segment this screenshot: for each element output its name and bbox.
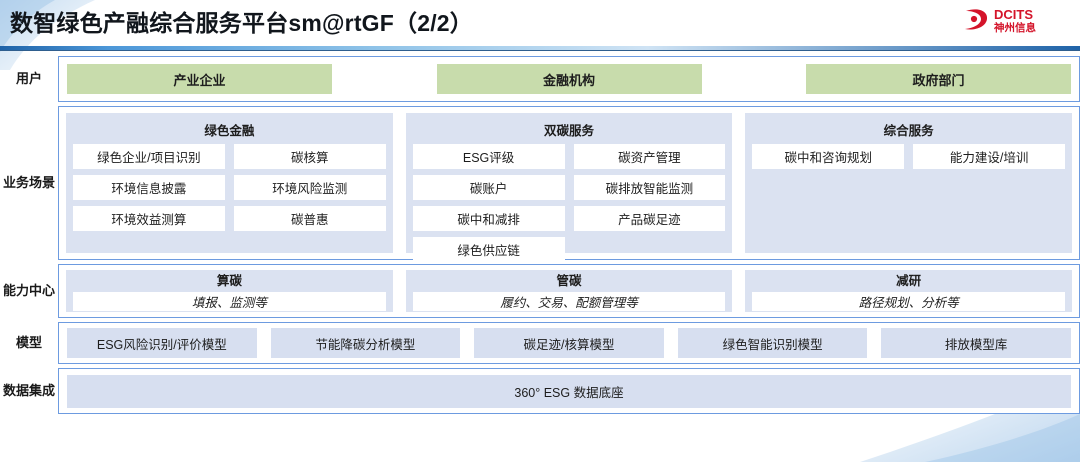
- users-row-box: 产业企业 金融机构 政府部门: [58, 56, 1080, 102]
- group-items-comprehensive-services: 碳中和咨询规划 能力建设/培训: [752, 144, 1065, 169]
- logo-subtext: 神州信息: [994, 21, 1036, 34]
- group-title-dual-carbon-services: 双碳服务: [544, 124, 595, 138]
- group-dual-carbon-services: 双碳服务 ESG评级 碳资产管理 碳账户 碳排放智能监测 碳中和减排 产品碳足迹…: [405, 113, 733, 262]
- row-label-data-integration: 数据集成: [2, 382, 55, 398]
- row-label-models: 模型: [15, 334, 42, 350]
- header-rule-thin: [0, 50, 1080, 51]
- row-models: 模型 ESG风险识别/评价模型 节能降碳分析模型 碳足迹/核算模型 绿色智能识别…: [0, 322, 1080, 364]
- page-header: 数智绿色产融综合服务平台sm@rtGF（2/2） DCITS 神州信息: [0, 0, 1080, 51]
- capability-center-row-box: 算碳 填报、监测等 管碳 履约、交易、配额管理等 减研 路径规划、分析等: [58, 264, 1080, 318]
- model-item[interactable]: 碳足迹/核算模型: [474, 328, 664, 358]
- row-business-scenarios: 业务场景 绿色金融 绿色企业/项目识别 碳核算 环境信息披露 环境风险监测 环境…: [0, 106, 1080, 262]
- data-foundation-item[interactable]: 360° ESG 数据底座: [67, 374, 1071, 408]
- scenario-item[interactable]: 碳账户: [412, 175, 565, 200]
- group-comprehensive-services: 综合服务 碳中和咨询规划 能力建设/培训: [745, 113, 1073, 253]
- capability-subtitle: 路径规划、分析等: [752, 292, 1066, 312]
- scenario-item[interactable]: 碳中和减排: [412, 206, 565, 231]
- capability-title: 算碳: [216, 274, 242, 288]
- architecture-diagram: 用户 产业企业 金融机构 政府部门 业务场景 绿色金融 绿色企业/项目识别 碳核…: [0, 56, 1080, 418]
- row-label-business-scenarios: 业务场景: [2, 174, 55, 190]
- group-title-green-finance: 绿色金融: [204, 124, 255, 138]
- model-item[interactable]: ESG风险识别/评价模型: [67, 328, 257, 358]
- page-title: 数智绿色产融综合服务平台sm@rtGF（2/2）: [10, 10, 473, 36]
- data-integration-row-box: 360° ESG 数据底座: [58, 368, 1080, 414]
- header-rule: [0, 46, 1080, 50]
- group-items-dual-carbon-services: ESG评级 碳资产管理 碳账户 碳排放智能监测 碳中和减排 产品碳足迹 绿色供应…: [412, 144, 726, 262]
- capability-group-manage-carbon[interactable]: 管碳 履约、交易、配额管理等: [405, 270, 733, 312]
- scenario-item[interactable]: 碳普惠: [233, 206, 386, 231]
- logo-text: DCITS: [994, 7, 1033, 22]
- capability-group-calculate-carbon[interactable]: 算碳 填报、监测等: [66, 270, 393, 312]
- scenario-item[interactable]: 环境效益测算: [73, 206, 225, 231]
- scenario-item[interactable]: ESG评级: [412, 144, 565, 169]
- scenario-item[interactable]: 产品碳足迹: [573, 206, 726, 231]
- model-item[interactable]: 节能降碳分析模型: [270, 328, 461, 358]
- capability-subtitle: 履约、交易、配额管理等: [412, 292, 726, 312]
- scenario-item[interactable]: 绿色供应链: [412, 237, 565, 262]
- row-capability-center: 能力中心 算碳 填报、监测等 管碳 履约、交易、配额管理等 减研 路径规划、分析…: [0, 264, 1080, 318]
- user-item-government[interactable]: 政府部门: [806, 64, 1071, 94]
- row-label-users: 用户: [15, 70, 42, 86]
- models-row-box: ESG风险识别/评价模型 节能降碳分析模型 碳足迹/核算模型 绿色智能识别模型 …: [58, 322, 1080, 364]
- group-items-green-finance: 绿色企业/项目识别 碳核算 环境信息披露 环境风险监测 环境效益测算 碳普惠: [73, 144, 386, 231]
- model-item[interactable]: 绿色智能识别模型: [677, 328, 868, 358]
- group-title-comprehensive-services: 综合服务: [883, 124, 934, 138]
- user-item-industry[interactable]: 产业企业: [67, 64, 332, 94]
- capability-title: 减研: [896, 274, 922, 288]
- group-green-finance: 绿色金融 绿色企业/项目识别 碳核算 环境信息披露 环境风险监测 环境效益测算 …: [66, 113, 393, 253]
- scenario-item[interactable]: 碳中和咨询规划: [752, 144, 905, 169]
- scenario-item[interactable]: 碳核算: [233, 144, 386, 169]
- row-users: 用户 产业企业 金融机构 政府部门: [0, 56, 1080, 102]
- scenario-item[interactable]: 环境风险监测: [233, 175, 386, 200]
- model-item[interactable]: 排放模型库: [881, 328, 1071, 358]
- capability-subtitle: 填报、监测等: [73, 292, 386, 312]
- scenario-item[interactable]: 碳排放智能监测: [573, 175, 726, 200]
- scenario-item[interactable]: 环境信息披露: [73, 175, 225, 200]
- row-label-capability-center: 能力中心: [2, 282, 55, 298]
- capability-group-reduction-research[interactable]: 减研 路径规划、分析等: [745, 270, 1073, 312]
- dcits-logo: DCITS 神州信息: [962, 5, 1070, 35]
- scenario-item[interactable]: 碳资产管理: [573, 144, 726, 169]
- scenario-item[interactable]: 能力建设/培训: [913, 144, 1065, 169]
- business-scenarios-row-box: 绿色金融 绿色企业/项目识别 碳核算 环境信息披露 环境风险监测 环境效益测算 …: [58, 106, 1080, 262]
- capability-title: 管碳: [556, 274, 582, 288]
- scenario-item[interactable]: 绿色企业/项目识别: [73, 144, 225, 169]
- row-data-integration: 数据集成 360° ESG 数据底座: [0, 368, 1080, 414]
- user-item-financial[interactable]: 金融机构: [436, 64, 702, 94]
